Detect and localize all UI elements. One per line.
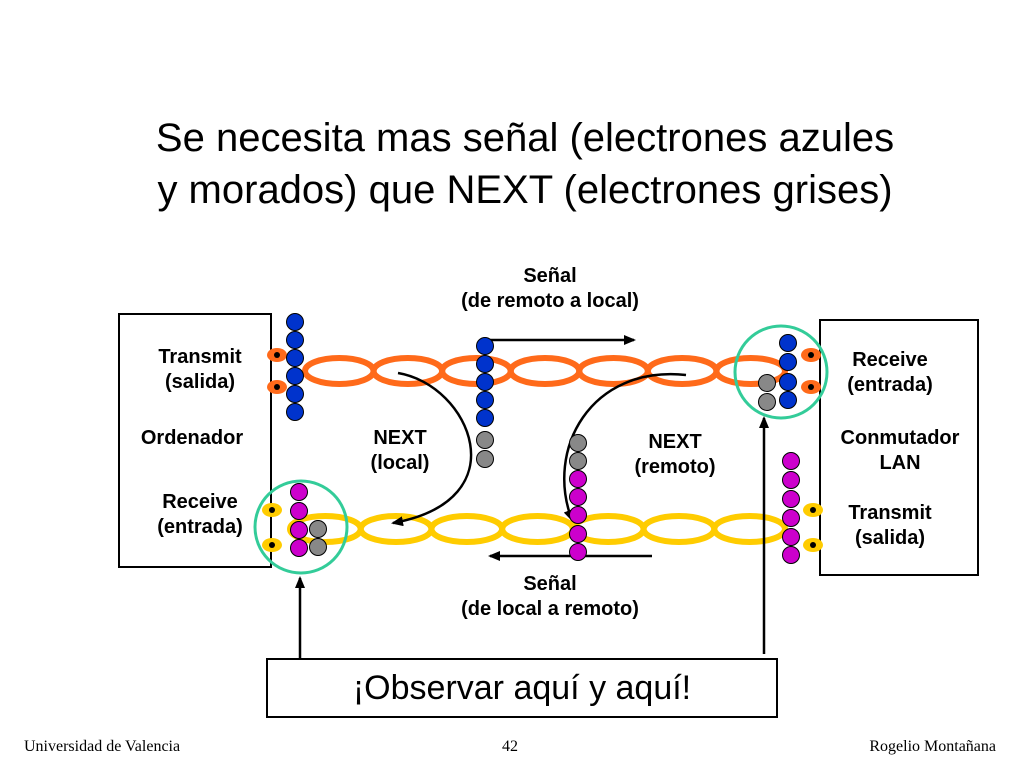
next-remote-line-1: NEXT bbox=[648, 431, 702, 453]
signal-electron-blue bbox=[286, 367, 304, 385]
computer-box bbox=[118, 313, 272, 568]
top-wire-twist bbox=[576, 355, 651, 387]
right-transmit-sub: (salida) bbox=[854, 527, 926, 549]
right-top-terminal-1-dot bbox=[808, 352, 814, 358]
right-receive-label: Receive (entrada) bbox=[830, 348, 950, 398]
signal-top-label: Señal (de remoto a local) bbox=[430, 264, 670, 314]
signal-electron-blue bbox=[286, 349, 304, 367]
signal-electron-magenta bbox=[569, 488, 587, 506]
signal-electron-magenta bbox=[782, 471, 800, 489]
right-transmit-text: Transmit bbox=[848, 502, 932, 524]
next-local-line-2: (local) bbox=[370, 452, 430, 474]
switch-box bbox=[819, 319, 979, 576]
signal-electron-blue bbox=[476, 391, 494, 409]
signal-electron-magenta bbox=[782, 452, 800, 470]
footer-page-number: 42 bbox=[502, 738, 518, 755]
signal-top-line-2: (de remoto a local) bbox=[461, 290, 639, 312]
top-wire-twist bbox=[713, 355, 789, 387]
signal-electron-blue bbox=[286, 331, 304, 349]
signal-electron-magenta bbox=[782, 509, 800, 527]
signal-electron-magenta bbox=[782, 546, 800, 564]
signal-electron-magenta bbox=[569, 470, 587, 488]
left-transmit-label: Transmit (salida) bbox=[140, 345, 260, 395]
left-receive-label: Receive (entrada) bbox=[140, 490, 260, 540]
signal-electron-blue bbox=[779, 353, 797, 371]
signal-electron-blue bbox=[286, 403, 304, 421]
switch-name-line-2: LAN bbox=[879, 452, 921, 474]
bottom-wire-twist bbox=[711, 513, 789, 545]
left-bottom-terminal-2-dot bbox=[269, 542, 275, 548]
right-receive-sub: (entrada) bbox=[847, 374, 933, 396]
next-electron-gray bbox=[476, 450, 494, 468]
signal-electron-magenta bbox=[290, 502, 308, 520]
next-electron-gray bbox=[758, 393, 776, 411]
next-electron-gray bbox=[758, 374, 776, 392]
left-receive-text: Receive bbox=[162, 491, 238, 513]
signal-bottom-line-1: Señal bbox=[523, 573, 577, 595]
signal-electron-magenta bbox=[569, 543, 587, 561]
signal-bottom-label: Señal (de local a remoto) bbox=[430, 572, 670, 622]
next-electron-gray bbox=[476, 431, 494, 449]
highlight-circle-left bbox=[253, 479, 349, 575]
signal-electron-magenta bbox=[569, 506, 587, 524]
bottom-wire-twist bbox=[640, 513, 718, 545]
signal-top-line-1: Señal bbox=[523, 265, 577, 287]
signal-electron-blue bbox=[476, 409, 494, 427]
left-bottom-terminal-1-dot bbox=[269, 507, 275, 513]
signal-electron-blue bbox=[476, 373, 494, 391]
signal-electron-blue bbox=[779, 334, 797, 352]
observe-callout: ¡Observar aquí y aquí! bbox=[266, 658, 778, 718]
title-line-2: y morados) que NEXT (electrones grises) bbox=[157, 168, 893, 212]
right-bottom-terminal-2-dot bbox=[810, 542, 816, 548]
signal-electron-magenta bbox=[782, 528, 800, 546]
signal-electron-blue bbox=[286, 313, 304, 331]
left-transmit-text: Transmit bbox=[158, 346, 242, 368]
switch-name-line-1: Conmutador bbox=[840, 427, 960, 449]
signal-electron-blue bbox=[286, 385, 304, 403]
next-remote-line-2: (remoto) bbox=[634, 456, 716, 478]
next-remote-label: NEXT (remoto) bbox=[620, 430, 730, 480]
signal-electron-magenta bbox=[290, 521, 308, 539]
footer-author: Rogelio Montañana bbox=[869, 738, 996, 755]
next-local-arrow bbox=[391, 371, 473, 527]
left-top-terminal-2-dot bbox=[274, 384, 280, 390]
signal-electron-blue bbox=[779, 373, 797, 391]
signal-electron-magenta bbox=[290, 483, 308, 501]
right-transmit-label: Transmit (salida) bbox=[830, 501, 950, 551]
footer-institution: Universidad de Valencia bbox=[24, 738, 181, 755]
next-electron-gray bbox=[309, 538, 327, 556]
top-wire-twist bbox=[370, 355, 446, 387]
bottom-wire-twist bbox=[428, 513, 506, 545]
left-receive-sub: (entrada) bbox=[157, 516, 243, 538]
signal-electron-magenta bbox=[290, 539, 308, 557]
right-bottom-terminal-1-dot bbox=[810, 507, 816, 513]
left-transmit-sub: (salida) bbox=[164, 371, 236, 393]
signal-electron-magenta bbox=[782, 490, 800, 508]
signal-electron-blue bbox=[476, 355, 494, 373]
signal-electron-blue bbox=[779, 391, 797, 409]
next-local-label: NEXT (local) bbox=[350, 426, 450, 476]
next-electron-gray bbox=[569, 452, 587, 470]
left-top-terminal-1-dot bbox=[274, 352, 280, 358]
signal-electron-magenta bbox=[569, 525, 587, 543]
signal-electron-blue bbox=[476, 337, 494, 355]
next-electron-gray bbox=[309, 520, 327, 538]
right-receive-text: Receive bbox=[852, 349, 928, 371]
slide-title: Se necesita mas señal (electrones azules… bbox=[60, 112, 990, 216]
highlight-circle-right bbox=[733, 324, 829, 420]
computer-name-label: Ordenador bbox=[140, 427, 244, 449]
top-wire-twist bbox=[302, 355, 377, 387]
next-electron-gray bbox=[569, 434, 587, 452]
bottom-wire-twist bbox=[499, 513, 576, 545]
bottom-wire-twist bbox=[357, 513, 435, 545]
top-wire-twist bbox=[644, 355, 720, 387]
next-local-line-1: NEXT bbox=[373, 427, 427, 449]
title-line-1: Se necesita mas señal (electrones azules bbox=[155, 116, 895, 160]
next-remote-arrow bbox=[563, 372, 687, 522]
right-top-terminal-2-dot bbox=[808, 384, 814, 390]
switch-name-label: Conmutador LAN bbox=[820, 426, 980, 476]
top-wire-twist bbox=[507, 355, 583, 387]
signal-bottom-line-2: (de local a remoto) bbox=[461, 598, 639, 620]
